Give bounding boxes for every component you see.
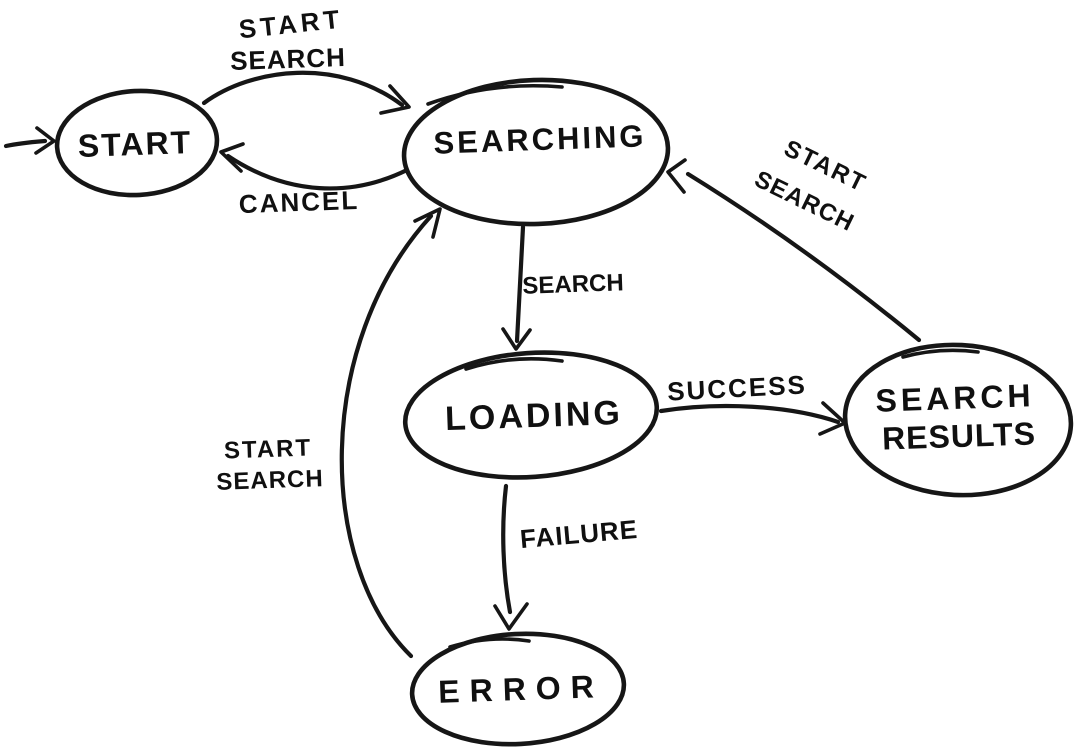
edge-search-results-to-searching: START SEARCH [666,135,922,343]
edge-error-to-searching-line [339,213,434,659]
edge-start-to-searching-line [201,70,405,108]
state-searching: SEARCHING [401,77,671,227]
state-error-overdraw-stroke [448,637,531,649]
edge-label-search: SEARCH [522,269,624,300]
state-error: ERROR [409,631,627,747]
edge-loading-to-error-line [501,483,513,615]
initial-arrowhead-icon [34,126,56,155]
state-searching-label: SEARCHING [433,118,647,160]
edge-label-failure: FAILURE [519,514,639,554]
state-search-results-shape [842,342,1074,498]
state-start: START [54,88,220,198]
edge-label-cancel: CANCEL [238,185,359,219]
edge-label-start-search-top-line2: SEARCH [230,42,347,76]
state-loading-overdraw-stroke [464,356,564,371]
state-error-label: ERROR [438,668,605,710]
edge-error-to-searching: START SEARCH [216,207,442,659]
state-search-results: SEARCH RESULTS [842,342,1074,498]
edge-searching-to-loading-line [514,224,526,344]
state-search-results-overdraw-stroke [901,348,980,359]
edge-loading-to-error-arrowhead-icon [493,602,529,631]
state-search-results-label-line2: RESULTS [881,415,1036,456]
state-loading-label: LOADING [445,394,624,438]
edge-searching-to-start-line [225,153,410,191]
state-error-shape [409,631,627,747]
edge-search-results-to-searching-arrowhead-icon [666,158,687,194]
edge-loading-to-search-results: SUCCESS [658,369,847,436]
edge-label-success: SUCCESS [666,369,807,406]
edge-searching-to-start-arrowhead-icon [219,142,245,173]
state-loading-shape [402,350,660,480]
state-searching-shape [401,77,671,227]
initial-arrow [3,126,56,155]
edge-start-to-searching: START SEARCH [201,4,411,115]
state-start-shape [54,88,220,198]
edge-start-to-searching-arrowhead-icon [379,84,411,115]
edge-error-to-searching-arrowhead-icon [413,207,442,239]
initial-arrow-line [3,138,48,149]
edge-search-results-to-searching-line [685,171,922,343]
edge-loading-to-search-results-arrowhead-icon [818,401,847,436]
edge-loading-to-error: FAILURE [493,483,639,631]
edge-searching-to-start: CANCEL [219,142,410,219]
edge-loading-to-search-results-line [658,403,841,425]
state-searching-overdraw-stroke [426,84,564,106]
edge-searching-to-loading: SEARCH [501,224,624,351]
state-start-label: START [77,124,192,164]
edge-label-start-search-left-line2: SEARCH [216,465,324,496]
state-loading: LOADING [402,350,660,480]
edge-label-start-search-top-line1: START [237,4,344,45]
edge-label-start-search-left-line1: START [223,434,312,464]
state-search-results-label-line1: SEARCH [875,377,1035,419]
edge-searching-to-loading-arrowhead-icon [501,327,532,351]
